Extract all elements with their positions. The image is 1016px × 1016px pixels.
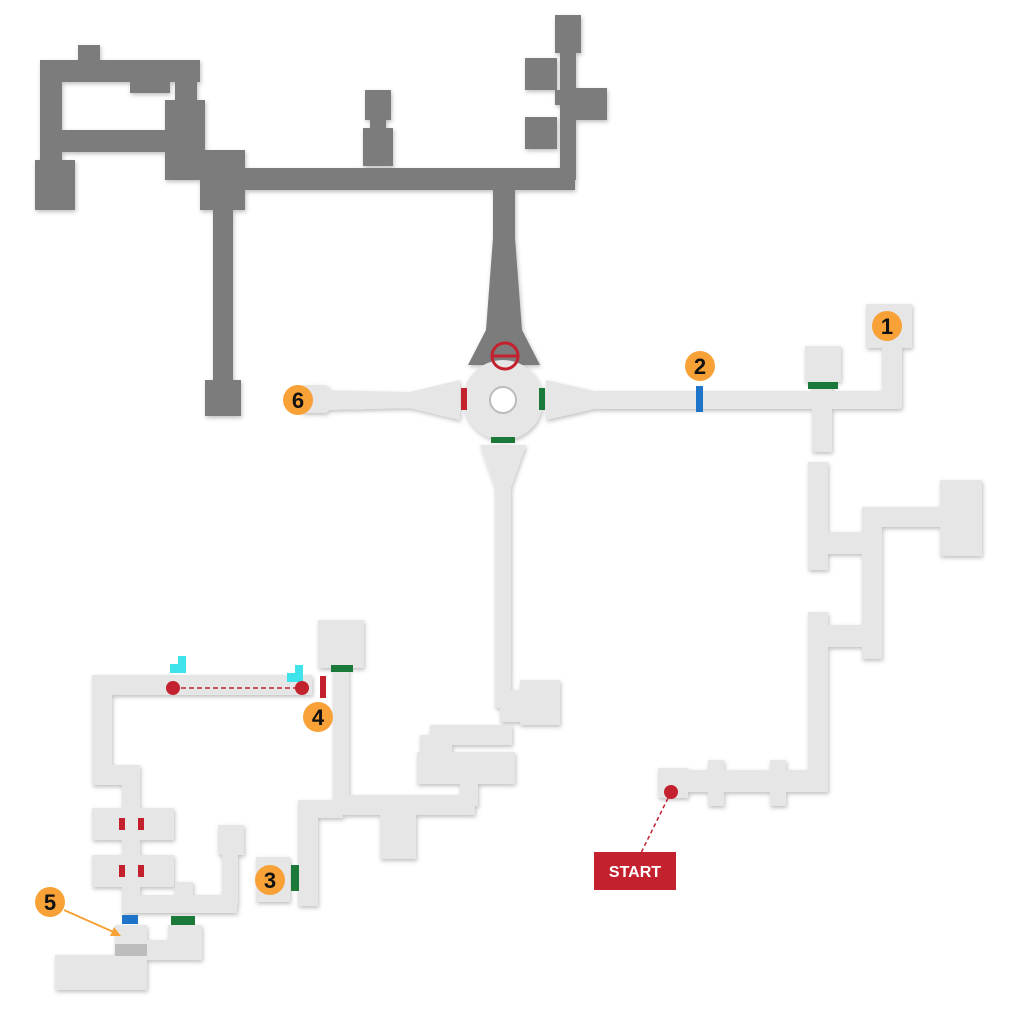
svg-text:4: 4 [312, 705, 325, 730]
marker-6: 6 [283, 385, 313, 415]
blocked-circle-icon [490, 341, 520, 371]
door-red[interactable] [119, 865, 125, 877]
door-green[interactable] [331, 665, 353, 672]
red-dot-icon[interactable] [295, 681, 309, 695]
door-green[interactable] [171, 916, 195, 925]
doors [119, 382, 838, 925]
red-dot-icon[interactable] [166, 681, 180, 695]
door-green[interactable] [291, 865, 299, 891]
door-red[interactable] [461, 388, 467, 410]
start-label-text: START [609, 864, 661, 881]
svg-text:5: 5 [44, 890, 56, 915]
stair-save-icon[interactable] [170, 656, 186, 673]
svg-text:3: 3 [264, 868, 276, 893]
start-label: START [594, 852, 676, 890]
marker-5: 5 [35, 887, 65, 917]
marker-2: 2 [685, 351, 715, 381]
door-red[interactable] [138, 865, 144, 877]
door-red[interactable] [320, 676, 326, 698]
door-blue[interactable] [122, 915, 138, 924]
door-red[interactable] [138, 818, 144, 830]
svg-text:2: 2 [694, 354, 706, 379]
door-green[interactable] [539, 388, 545, 410]
floor-hatch[interactable] [115, 944, 147, 956]
marker-1: 1 [872, 311, 902, 341]
marker-5-arrow [63, 909, 119, 935]
marker-4: 4 [303, 702, 333, 732]
door-red[interactable] [119, 818, 125, 830]
svg-text:1: 1 [881, 314, 893, 339]
unexplored-area [35, 15, 607, 416]
door-blue[interactable] [696, 386, 703, 412]
svg-text:6: 6 [292, 388, 304, 413]
explored-area [55, 304, 982, 990]
start-leader-line [639, 791, 672, 856]
stair-save-icon[interactable] [287, 665, 303, 682]
door-green[interactable] [491, 437, 515, 443]
elevator-ring-icon[interactable] [489, 386, 517, 414]
marker-3: 3 [255, 865, 285, 895]
door-green[interactable] [808, 382, 838, 389]
